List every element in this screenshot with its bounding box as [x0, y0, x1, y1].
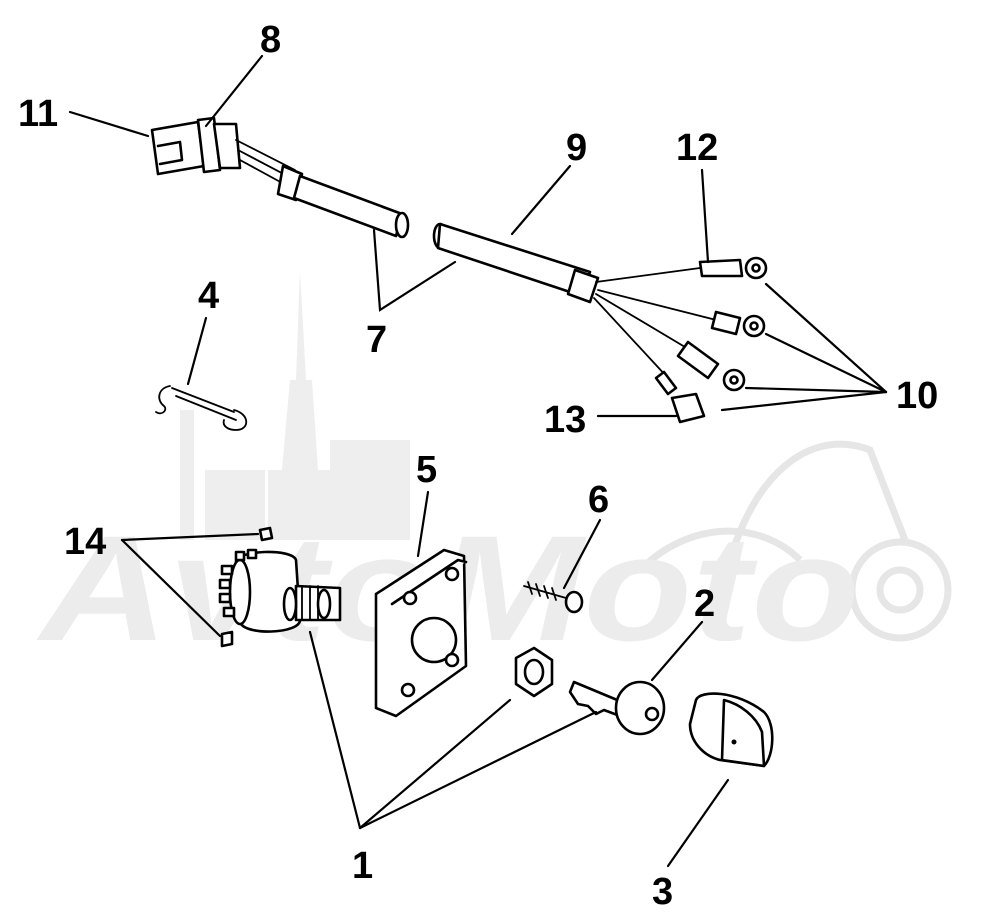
leader-4 [186, 316, 208, 386]
leader-11 [68, 110, 150, 138]
leader-7 [372, 228, 457, 312]
callout-9: 9 [566, 127, 587, 169]
leader-10c [744, 386, 888, 394]
leader-8 [204, 54, 264, 128]
leader-9 [510, 164, 572, 236]
ignition-key [568, 680, 666, 736]
leader-1b [358, 698, 512, 830]
leader-2 [650, 620, 704, 682]
callout-8: 8 [260, 19, 281, 61]
callout-3: 3 [652, 871, 673, 913]
small-rivets [220, 526, 274, 648]
retaining-clip [155, 385, 248, 431]
leader-3 [666, 778, 730, 868]
callout-13: 13 [544, 399, 586, 441]
leader-12 [700, 168, 710, 264]
hex-nut [514, 646, 554, 698]
leader-6 [562, 518, 602, 590]
harness-connector-plug [150, 116, 410, 239]
callout-numbers: 8 11 9 12 7 4 10 13 5 6 14 2 1 3 [18, 19, 938, 913]
callout-14: 14 [64, 521, 106, 563]
callout-12: 12 [676, 127, 718, 169]
ignition-switch [218, 548, 342, 633]
leader-14a [120, 532, 260, 542]
mounting-plate [374, 548, 468, 718]
leader-14b [120, 538, 222, 638]
callout-11: 11 [18, 93, 58, 135]
callout-10: 10 [896, 375, 938, 417]
watermark-motorcycle [637, 440, 952, 642]
leader-5 [416, 490, 430, 558]
callout-1: 1 [352, 845, 373, 887]
leader-lines [68, 54, 888, 868]
harness-cable-with-terminals [432, 222, 768, 424]
mounting-screw [523, 581, 584, 614]
leader-10d [720, 390, 888, 412]
callout-7: 7 [366, 319, 387, 361]
leader-10b [764, 332, 888, 394]
leader-1a [308, 630, 362, 830]
callout-2: 2 [694, 583, 715, 625]
callout-6: 6 [588, 479, 609, 521]
leader-1c [358, 710, 598, 830]
leader-10a [764, 282, 888, 394]
watermark: AvtoMoto [35, 270, 952, 672]
callout-5: 5 [416, 449, 437, 491]
callout-4: 4 [198, 275, 219, 317]
switch-boot-cover [688, 692, 774, 768]
watermark-skyline [180, 270, 410, 540]
